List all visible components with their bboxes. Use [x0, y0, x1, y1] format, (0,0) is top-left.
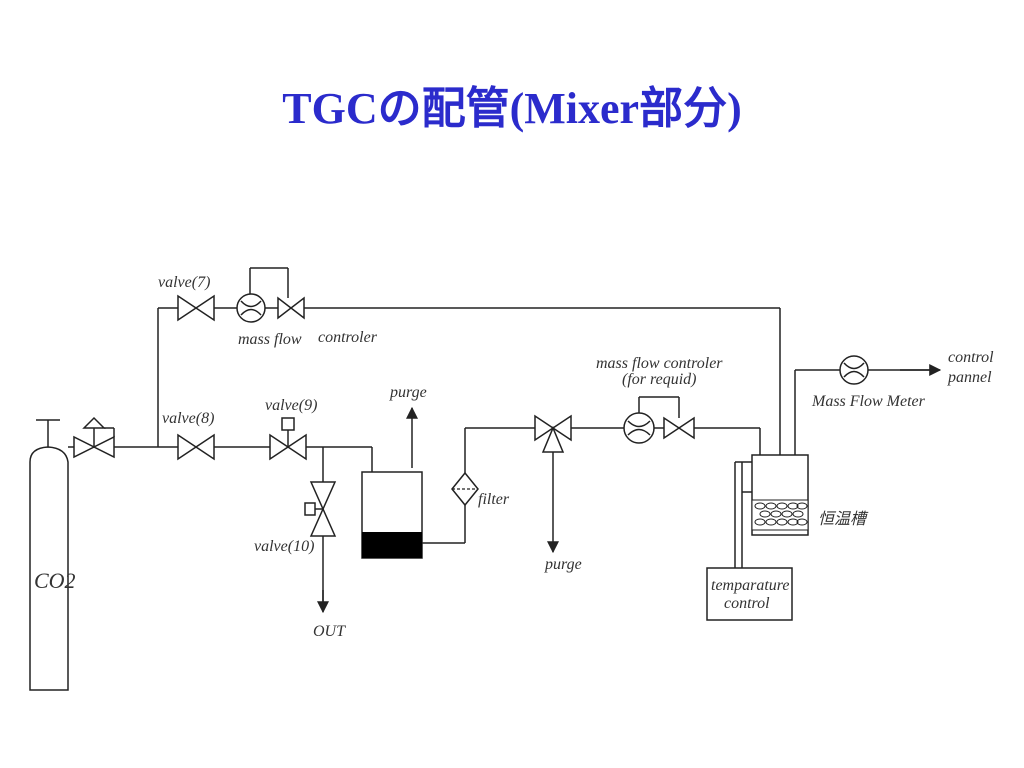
- label-temp-control-1: temparature: [711, 577, 790, 594]
- valve-10: [304, 481, 337, 537]
- label-controler: controler: [318, 329, 378, 346]
- temperature-control-box: [706, 567, 793, 621]
- co2-cylinder: [29, 419, 69, 691]
- label-purge-top: purge: [389, 384, 427, 401]
- page-title: TGCの配管(Mixer部分): [282, 84, 742, 133]
- mass-flow-controller-top: [236, 293, 305, 323]
- label-filter: filter: [478, 491, 510, 508]
- filter: [451, 471, 479, 507]
- constant-temp-bath: [751, 454, 809, 536]
- label-valve-8: valve(8): [162, 410, 214, 427]
- label-mfc-liquid-2: (for requid): [622, 371, 697, 388]
- mass-flow-meter: [839, 355, 869, 385]
- label-control-panel-1: control: [948, 349, 994, 366]
- label-valve-7: valve(7): [158, 274, 210, 291]
- label-control-panel-2: pannel: [947, 369, 992, 386]
- label-valve-9: valve(9): [265, 397, 317, 414]
- piping-lines: [68, 267, 936, 608]
- label-purge-bottom: purge: [544, 556, 582, 573]
- label-mass-flow-meter: Mass Flow Meter: [811, 393, 926, 410]
- label-valve-10: valve(10): [254, 538, 314, 555]
- valve-8: [177, 433, 215, 461]
- label-co2: CO2: [34, 568, 76, 593]
- label-mass-flow: mass flow: [238, 331, 302, 348]
- label-bath: 恒温槽: [818, 510, 869, 528]
- label-out: OUT: [313, 623, 346, 640]
- three-way-valve: [534, 414, 572, 453]
- regulator-valve: [73, 416, 115, 459]
- valve-7: [177, 294, 215, 322]
- mixer-tank: [361, 471, 423, 559]
- mass-flow-controller-liquid: [623, 412, 695, 444]
- flow-arrows: [317, 364, 942, 614]
- valve-9: [269, 417, 307, 461]
- label-temp-control-2: control: [724, 595, 770, 612]
- label-mfc-liquid-1: mass flow controler: [596, 355, 723, 372]
